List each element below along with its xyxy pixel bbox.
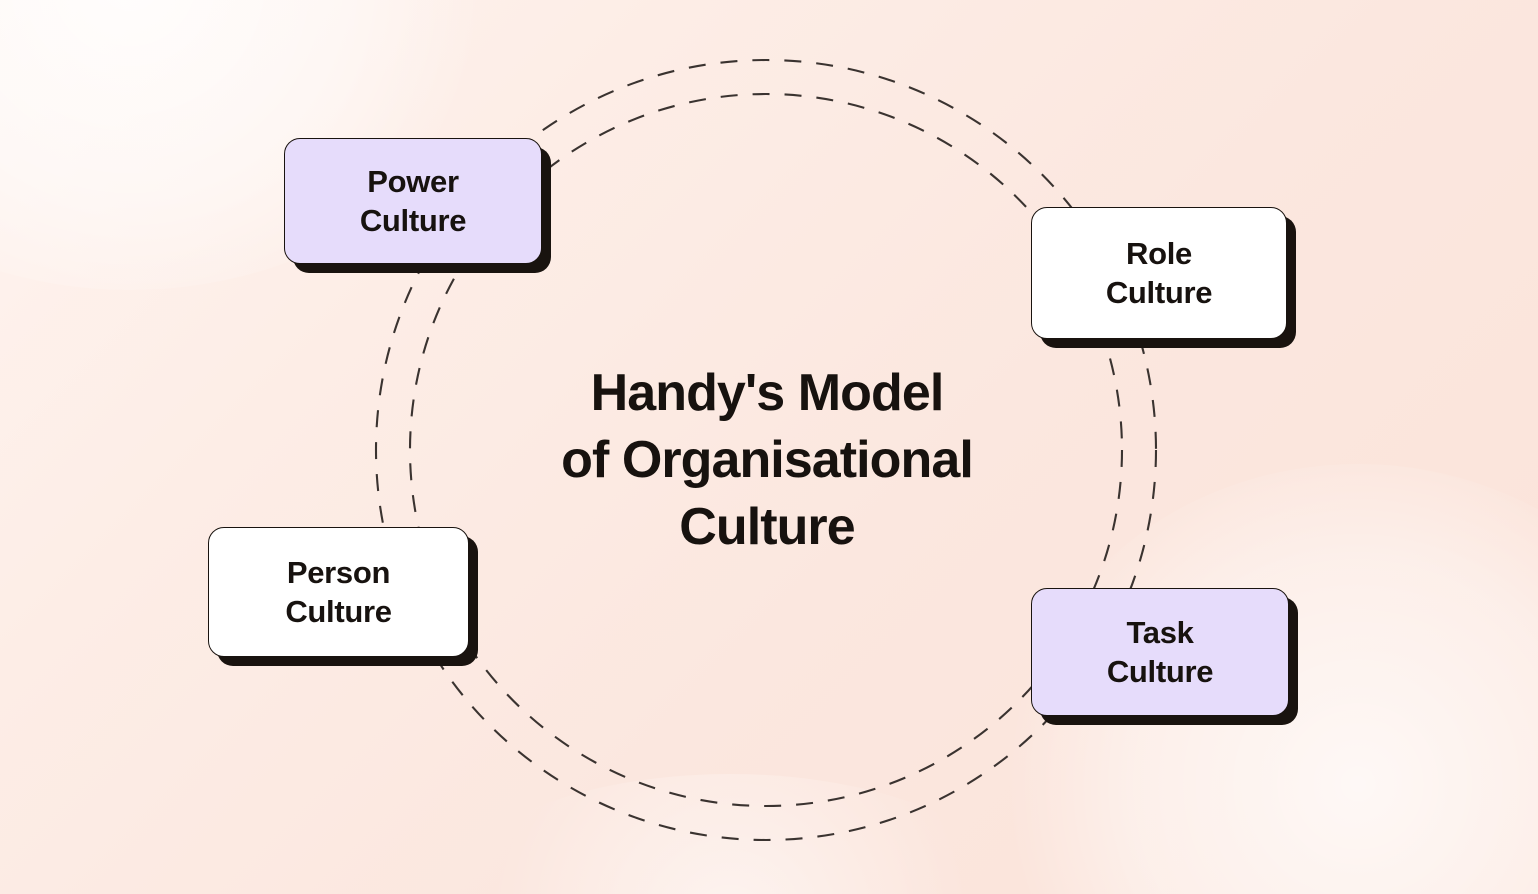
outer-dashed-ring (374, 58, 1158, 842)
node-card-person-culture[interactable]: Person Culture (208, 527, 469, 657)
page-title: Handy's Model of Organisational Culture (561, 364, 974, 557)
inner-dashed-ring (408, 92, 1124, 808)
node-label-role-culture: Role Culture (1105, 235, 1213, 310)
node-card-power-culture[interactable]: Power Culture (284, 138, 542, 264)
node-label-person-culture: Person Culture (285, 554, 392, 629)
node-card-role-culture[interactable]: Role Culture (1031, 207, 1287, 339)
node-label-task-culture: Task Culture (1106, 614, 1214, 689)
node-label-power-culture: Power Culture (359, 163, 467, 238)
node-card-task-culture[interactable]: Task Culture (1031, 588, 1289, 716)
